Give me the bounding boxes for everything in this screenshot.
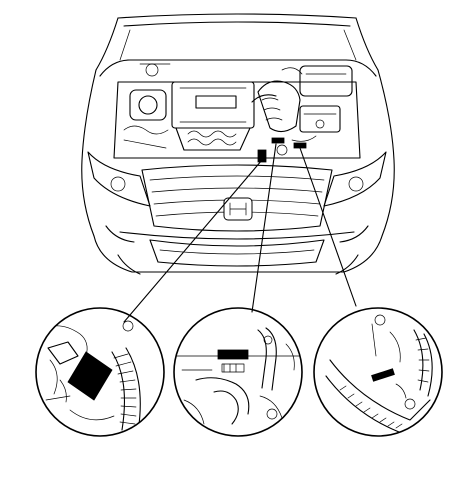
open-hood	[95, 13, 379, 71]
highlighted-component-right	[371, 368, 395, 382]
car-front-view	[81, 13, 395, 275]
highlighted-component-left	[67, 351, 113, 401]
detail-view-right	[313, 307, 443, 437]
highlighted-component-center	[217, 349, 249, 360]
leader-lines	[123, 143, 357, 323]
car-body-outline	[81, 59, 395, 275]
detail-view-left	[35, 307, 165, 437]
headlights	[87, 151, 387, 207]
front-bumper	[105, 225, 369, 267]
engine-compartment	[113, 63, 361, 163]
front-grille	[141, 164, 333, 232]
detail-view-center	[173, 307, 303, 437]
